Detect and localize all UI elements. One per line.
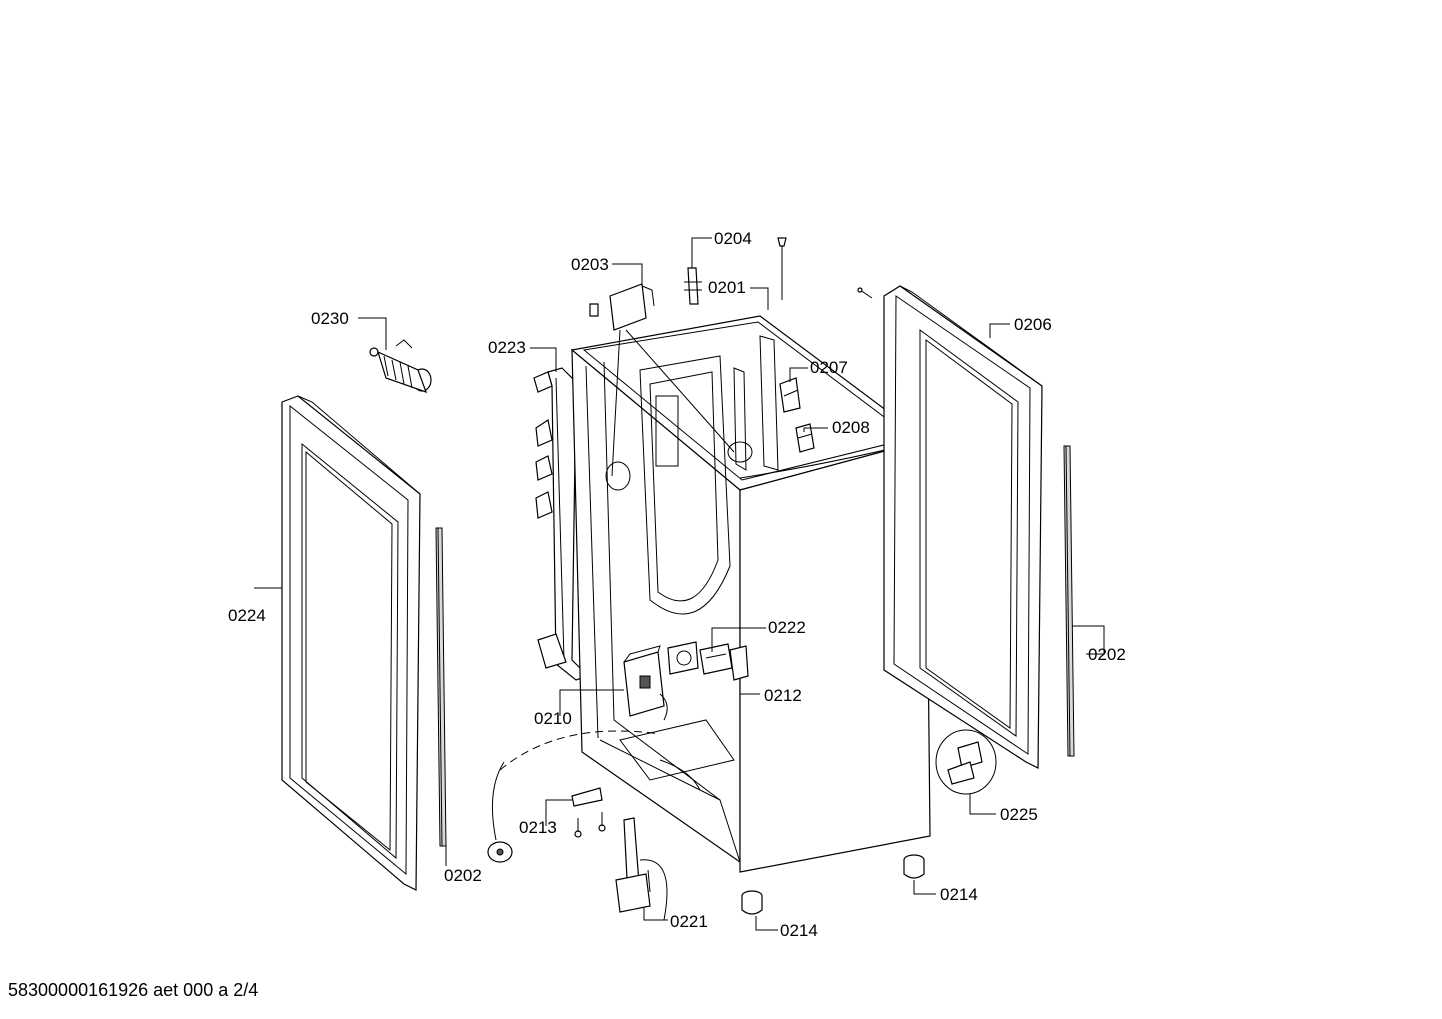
clip-0204: [684, 267, 702, 305]
door-lock-0210: [623, 645, 668, 721]
callout-0222: 0222: [768, 618, 806, 637]
control-bracket-rail: [533, 367, 590, 681]
hose-0213: [571, 787, 606, 838]
callout-0224: 0224: [228, 606, 266, 625]
callout-0204: 0204: [714, 229, 752, 248]
plug-cable: [487, 730, 661, 863]
cabinet-body: [570, 315, 931, 873]
callout-labels: 0204 0203 0201 0230 0206 0223 0207 0208 …: [228, 229, 1126, 940]
inlet-valve: [369, 339, 432, 393]
left-seal-strip: [435, 527, 447, 847]
callout-0213: 0213: [519, 818, 557, 837]
left-side-panel: [281, 395, 421, 891]
leader-lines: [254, 237, 1105, 931]
screw-top: [777, 237, 787, 300]
foot-0214-right: [903, 854, 925, 879]
callout-0214-right: 0214: [940, 885, 978, 904]
callout-0210: 0210: [534, 709, 572, 728]
callout-0207: 0207: [810, 358, 848, 377]
valve-detail-0225: [935, 729, 997, 795]
callout-0206: 0206: [1014, 315, 1052, 334]
callout-0208: 0208: [832, 418, 870, 437]
right-seal-strip: [1063, 445, 1075, 757]
screw-right: [857, 287, 873, 299]
cover-0203: [589, 283, 735, 477]
document-id: 58300000161926 aet 000 a 2/4: [8, 980, 259, 1000]
callout-0223: 0223: [488, 338, 526, 357]
callout-0201: 0201: [708, 278, 746, 297]
callout-0225: 0225: [1000, 805, 1038, 824]
hinge-0207: [779, 377, 801, 413]
callout-0214-front: 0214: [780, 921, 818, 940]
callout-0230: 0230: [311, 309, 349, 328]
hinge-0208: [795, 423, 815, 453]
callout-0203: 0203: [571, 255, 609, 274]
callout-0202-left: 0202: [444, 866, 482, 885]
callout-0221: 0221: [670, 912, 708, 931]
callout-0202-right: 0202: [1088, 645, 1126, 664]
right-side-panel: [883, 285, 1043, 769]
pressure-switch-0221: [615, 817, 668, 921]
connector-0212: [699, 643, 749, 681]
foot-0214-front: [741, 890, 763, 915]
callout-0212: 0212: [764, 686, 802, 705]
switch-0222: [667, 641, 699, 675]
